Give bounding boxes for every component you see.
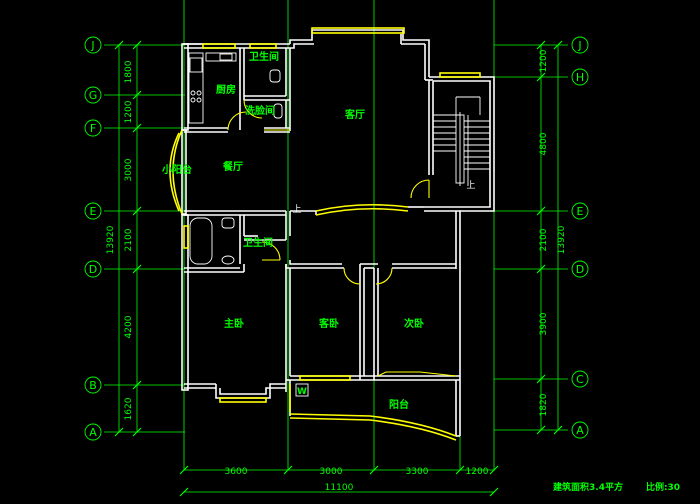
right-dim-total: 13920 [557,225,567,254]
horizontal-grid-lines [104,44,568,433]
axis-bubble-right-1: J [577,39,581,52]
right-dimension-labels: 1200 4800 2100 3900 1820 13920 [539,49,567,416]
left-dim-2: 1200 [124,100,134,123]
left-dim-total: 13920 [106,225,116,254]
left-dim-1: 1800 [124,60,134,83]
room-label-dining: 餐厅 [222,160,243,173]
bottom-dimension-chain [179,465,499,497]
bottom-dim-total: 11100 [325,483,354,493]
left-dim-4: 2100 [124,228,134,251]
windows [169,27,481,441]
axis-bubble-left-6: B [89,379,97,392]
axis-bubble-right-4: D [576,263,584,276]
doors [227,99,457,377]
left-dim-5: 4200 [124,315,134,338]
right-axis-bubbles: J H E D C A [571,36,589,439]
room-label-balcony: 阳台 [389,398,409,411]
left-axis-bubbles: J G F E D B A [84,36,102,441]
right-dim-2: 4800 [539,132,549,155]
left-dimension-labels: 1800 1200 3000 2100 4200 1620 13920 [106,60,134,420]
left-dim-6: 1620 [124,397,134,420]
walls [181,29,495,437]
axis-bubble-right-6: A [576,424,584,437]
bottom-dimension-labels: 3600 3000 3300 1200 11100 [225,467,489,493]
room-label-second: 次卧 [404,317,424,330]
right-dim-5: 1820 [539,393,549,416]
right-dim-4: 3900 [539,312,549,335]
axis-bubble-right-5: C [576,373,584,386]
room-labels: 卫生间 厨房 洗脸间 客厅 小阳台 餐厅 卫生间 主卧 客卧 次卧 阳台 上 上… [161,50,476,411]
stair-up-mark-1: 上 [292,204,301,215]
right-dim-3: 2100 [539,228,549,251]
room-label-kitchen: 厨房 [216,83,236,96]
room-label-small-balcony: 小阳台 [161,163,192,176]
fixtures [188,52,309,397]
stair-up-mark-2: 上 [466,180,475,191]
left-dim-3: 3000 [124,158,134,181]
scale-note: 比例:30 [646,481,680,493]
bottom-dim-2: 3000 [320,467,343,477]
axis-bubble-left-1: J [90,39,94,52]
room-label-wash: 洗脸间 [245,104,275,117]
axis-bubble-left-3: F [90,122,96,135]
right-dimension-chain [536,40,563,435]
room-label-wc2: 卫生间 [243,236,273,249]
left-dimension-chain [114,40,142,437]
room-label-living: 客厅 [344,108,365,121]
room-label-guest: 客卧 [318,317,339,330]
staircase [433,96,490,186]
right-dim-1: 1200 [539,49,549,72]
room-label-master: 主卧 [224,317,244,330]
washer-mark: W [297,387,307,397]
area-note: 建筑面积3.4平方 [553,481,623,493]
axis-bubble-right-3: E [577,205,584,218]
axis-bubble-left-4: E [90,205,97,218]
axis-bubble-left-7: A [89,426,97,439]
axis-bubble-left-2: G [89,89,98,102]
vertical-grid-lines [183,0,495,470]
bottom-dim-4: 1200 [466,467,489,477]
axis-bubble-left-5: D [89,263,97,276]
bottom-dim-3: 3300 [406,467,429,477]
room-label-wc1: 卫生间 [249,50,279,63]
axis-bubble-right-2: H [576,71,584,84]
bottom-dim-1: 3600 [225,467,248,477]
